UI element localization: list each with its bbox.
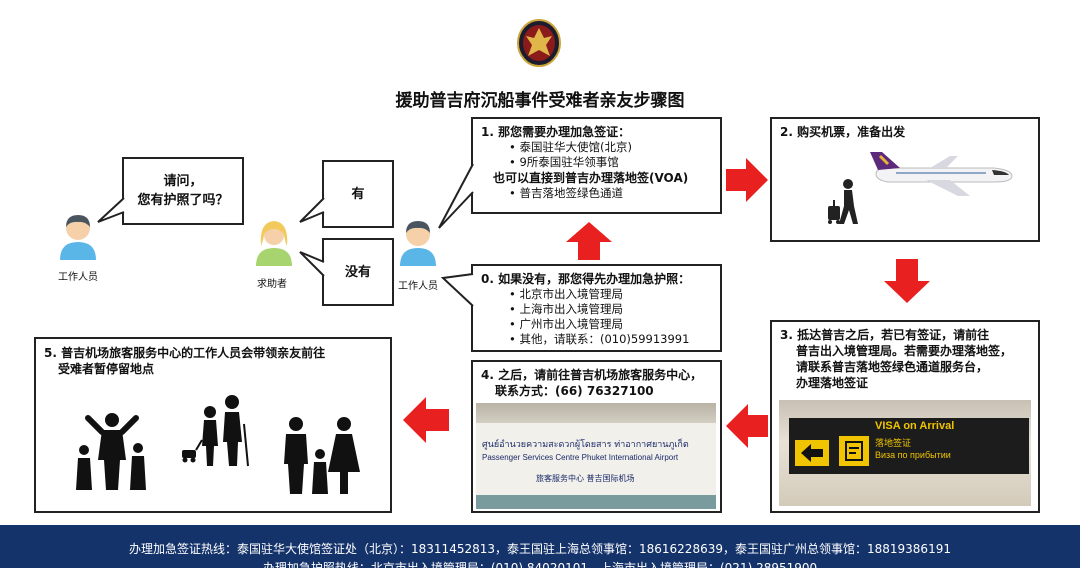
step3-line1: 3. 抵达普吉之后，若已有签证，请前往 <box>780 328 990 342</box>
visa-sign-english: VISA on Arrival <box>875 420 955 432</box>
staff-left-person-icon <box>58 210 98 260</box>
hotline-footer: 办理加急签证热线：泰国驻华大使馆签证处（北京）：18311452813，泰王国驻… <box>0 525 1080 575</box>
arrow-down-icon <box>884 259 930 307</box>
step1-item: 9所泰国驻华领事馆 <box>509 155 712 170</box>
sign-thai-text: ศูนย์อำนวยความสะดวกผู้โดยสาร ท่าอากาศยาน… <box>482 440 689 450</box>
step1-callout-tail <box>436 162 476 236</box>
step3-line3: 请联系普吉落地签绿色通道服务台， <box>796 360 989 374</box>
step3-line2: 普吉出入境管理局。若需要办理落地签， <box>796 344 1013 358</box>
footer-visa-hotline: 办理加急签证热线：泰国驻华大使馆签证处（北京）：18311452813，泰王国驻… <box>129 542 951 556</box>
step0-item: 上海市出入境管理局 <box>509 302 712 317</box>
traveler-icon <box>824 178 864 230</box>
seeker-label: 求助者 <box>257 279 287 290</box>
elderly-couple-icon <box>180 394 252 472</box>
visa-on-arrival-photo: VISA on Arrival 落地签证 Виза по прибытии <box>779 400 1031 506</box>
seeker-person-icon <box>254 216 294 266</box>
step5-line1: 5. 普吉机场旅客服务中心的工作人员会带领亲友前往 <box>44 346 326 360</box>
question-line1: 请问， <box>163 174 203 189</box>
step0-box: 0. 如果没有，那您得先办理加急护照： 北京市出入境管理局 上海市出入境管理局 … <box>471 264 722 352</box>
arrow-right-icon <box>726 158 768 206</box>
visa-sign-icon <box>839 436 869 466</box>
yes-bubble-tail <box>298 196 326 230</box>
embassy-emblem-icon <box>516 18 562 68</box>
sign-chinese-text: 旅客服务中心 普吉国际机场 <box>536 474 635 483</box>
step0-item: 北京市出入境管理局 <box>509 287 712 302</box>
no-bubble-tail <box>298 248 326 282</box>
question-line2: 您有护照了吗？ <box>137 193 229 208</box>
airplane-icon <box>866 150 1016 202</box>
step0-callout-tail <box>440 272 476 316</box>
arrow-left-icon <box>726 404 768 452</box>
step1-subtitle: 也可以直接到普吉办理落地签(VOA) <box>493 171 689 185</box>
arrow-up-icon <box>566 222 612 264</box>
arrow-left-sign-icon <box>795 440 829 466</box>
passenger-services-photo: ศูนย์อำนวยความสะดวกผู้โดยสาร ท่าอากาศยาน… <box>476 403 716 509</box>
yes-text: 有 <box>351 186 365 202</box>
step4-line1: 4. 之后，请前往普吉机场旅客服务中心， <box>481 368 703 382</box>
family-with-children-icon <box>282 416 362 500</box>
visa-sign-chinese: 落地签证 <box>875 439 912 449</box>
question-bubble: 请问， 您有护照了吗？ <box>122 157 244 225</box>
yes-bubble: 有 <box>322 160 394 228</box>
staff-right-label: 工作人员 <box>398 281 438 292</box>
step1-item: 普吉落地签绿色通道 <box>509 186 712 201</box>
page-title: 援助普吉府沉船事件受难者亲友步骤图 <box>395 91 685 111</box>
question-bubble-tail <box>96 196 126 230</box>
visa-sign-russian: Виза по прибытии <box>875 450 951 460</box>
step1-box: 1. 那您需要办理加急签证： 泰国驻华大使馆(北京) 9所泰国驻华领事馆 也可以… <box>471 117 722 214</box>
arrow-left-icon <box>403 397 449 447</box>
no-bubble: 没有 <box>322 238 394 306</box>
step1-item: 泰国驻华大使馆(北京) <box>509 140 712 155</box>
step2-title: 2. 购买机票，准备出发 <box>780 125 906 139</box>
no-text: 没有 <box>344 264 371 280</box>
step0-item: 其他，请联系：(010)59913991 <box>509 332 712 347</box>
step4-line2: 联系方式：(66) 76327100 <box>495 384 654 398</box>
staff-left-label: 工作人员 <box>58 272 98 283</box>
step5-line2: 受难者暂停留地点 <box>58 362 155 376</box>
step1-title: 1. 那您需要办理加急签证： <box>481 125 631 139</box>
family-group-icon <box>72 410 152 496</box>
step0-item: 广州市出入境管理局 <box>509 317 712 332</box>
step3-line4: 办理落地签证 <box>796 376 869 390</box>
sign-english-text: Passenger Services Centre Phuket Interna… <box>482 453 679 462</box>
staff-right-person-icon <box>398 216 438 266</box>
step0-title: 0. 如果没有，那您得先办理加急护照： <box>481 272 691 286</box>
